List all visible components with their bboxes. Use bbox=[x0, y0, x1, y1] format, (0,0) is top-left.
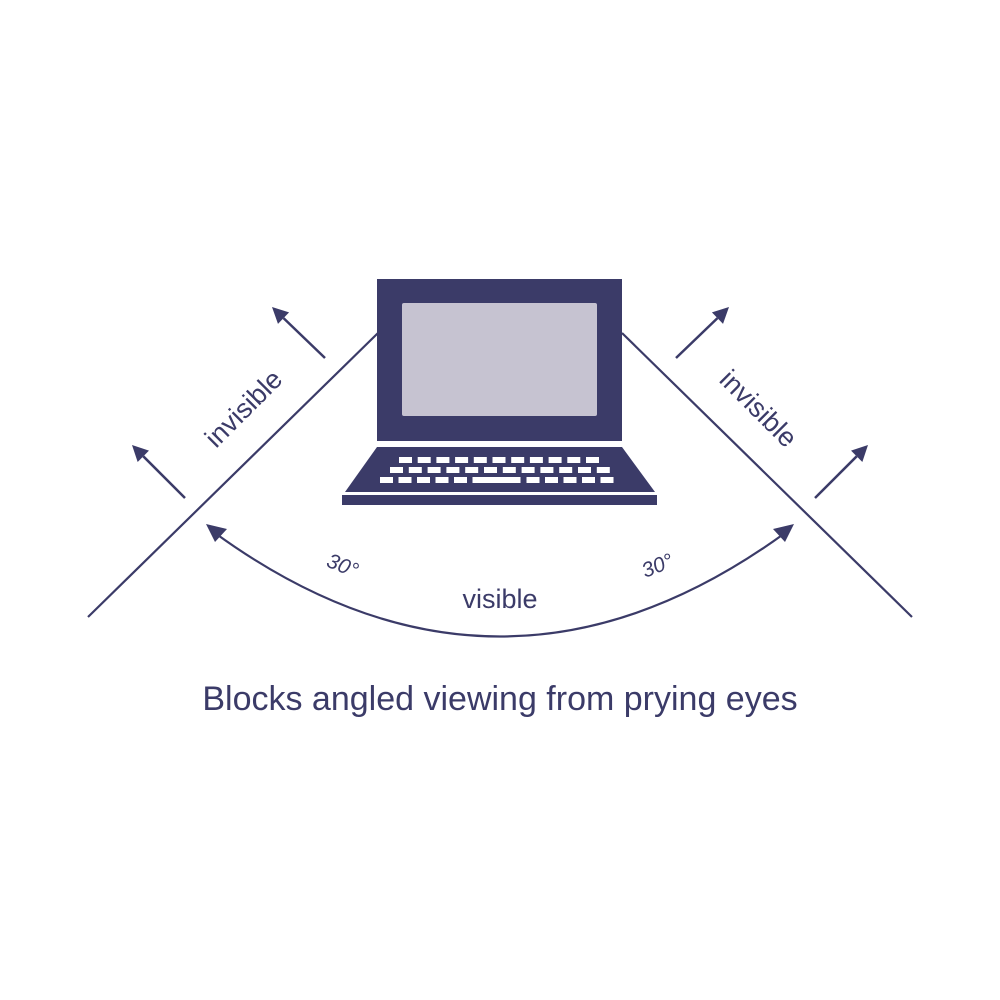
arrow-left-upper-icon bbox=[272, 307, 326, 359]
right-boundary-line bbox=[621, 332, 913, 618]
keyboard-key bbox=[408, 467, 422, 473]
keyboard-key bbox=[567, 457, 581, 463]
keyboard-key bbox=[454, 477, 467, 483]
keyboard-key bbox=[390, 467, 403, 473]
keyboard-key bbox=[465, 467, 479, 473]
keyboard-key bbox=[502, 467, 516, 473]
keyboard-key bbox=[582, 477, 595, 483]
keyboard-key bbox=[526, 477, 540, 483]
keyboard-key bbox=[380, 477, 393, 483]
visible-range-arc bbox=[214, 532, 786, 638]
keyboard-key bbox=[559, 467, 573, 473]
arrow-left-lower-icon bbox=[132, 445, 186, 499]
invisible-right-label: invisible bbox=[714, 364, 803, 453]
keyboard-key bbox=[472, 477, 521, 483]
keyboard-key bbox=[446, 467, 460, 473]
angle-right-label: 30° bbox=[639, 549, 677, 582]
laptop-keys bbox=[380, 457, 614, 483]
keyboard-key bbox=[521, 467, 535, 473]
keyboard-key bbox=[492, 457, 506, 463]
keyboard-key bbox=[600, 477, 614, 483]
keyboard-key bbox=[511, 457, 525, 463]
keyboard-key bbox=[417, 457, 431, 463]
laptop-base bbox=[342, 495, 657, 505]
keyboard-key bbox=[436, 457, 450, 463]
keyboard-key bbox=[427, 467, 441, 473]
visible-label: visible bbox=[462, 584, 537, 614]
angle-left-label: 30° bbox=[323, 549, 361, 582]
keyboard-key bbox=[540, 467, 554, 473]
keyboard-key bbox=[435, 477, 449, 483]
keyboard-key bbox=[545, 477, 558, 483]
keyboard-key bbox=[455, 457, 469, 463]
keyboard-key bbox=[529, 457, 543, 463]
keyboard-key bbox=[578, 467, 591, 473]
laptop-screen bbox=[402, 303, 597, 416]
keyboard-key bbox=[417, 477, 430, 483]
caption: Blocks angled viewing from prying eyes bbox=[202, 680, 797, 718]
keyboard-key bbox=[398, 477, 412, 483]
arrow-right-upper-icon bbox=[675, 307, 729, 359]
invisible-left-label: invisible bbox=[199, 364, 288, 453]
keyboard-key bbox=[586, 457, 599, 463]
keyboard-key bbox=[399, 457, 412, 463]
keyboard-key bbox=[484, 467, 497, 473]
laptop-icon bbox=[342, 279, 657, 505]
keyboard-key bbox=[548, 457, 562, 463]
left-boundary-line bbox=[87, 332, 379, 618]
arrow-right-lower-icon bbox=[814, 445, 868, 499]
arc-arrowhead-left-icon bbox=[206, 524, 227, 542]
keyboard-key bbox=[473, 457, 487, 463]
keyboard-key bbox=[563, 477, 577, 483]
keyboard-key bbox=[596, 467, 610, 473]
arc-arrowhead-right-icon bbox=[773, 524, 794, 542]
